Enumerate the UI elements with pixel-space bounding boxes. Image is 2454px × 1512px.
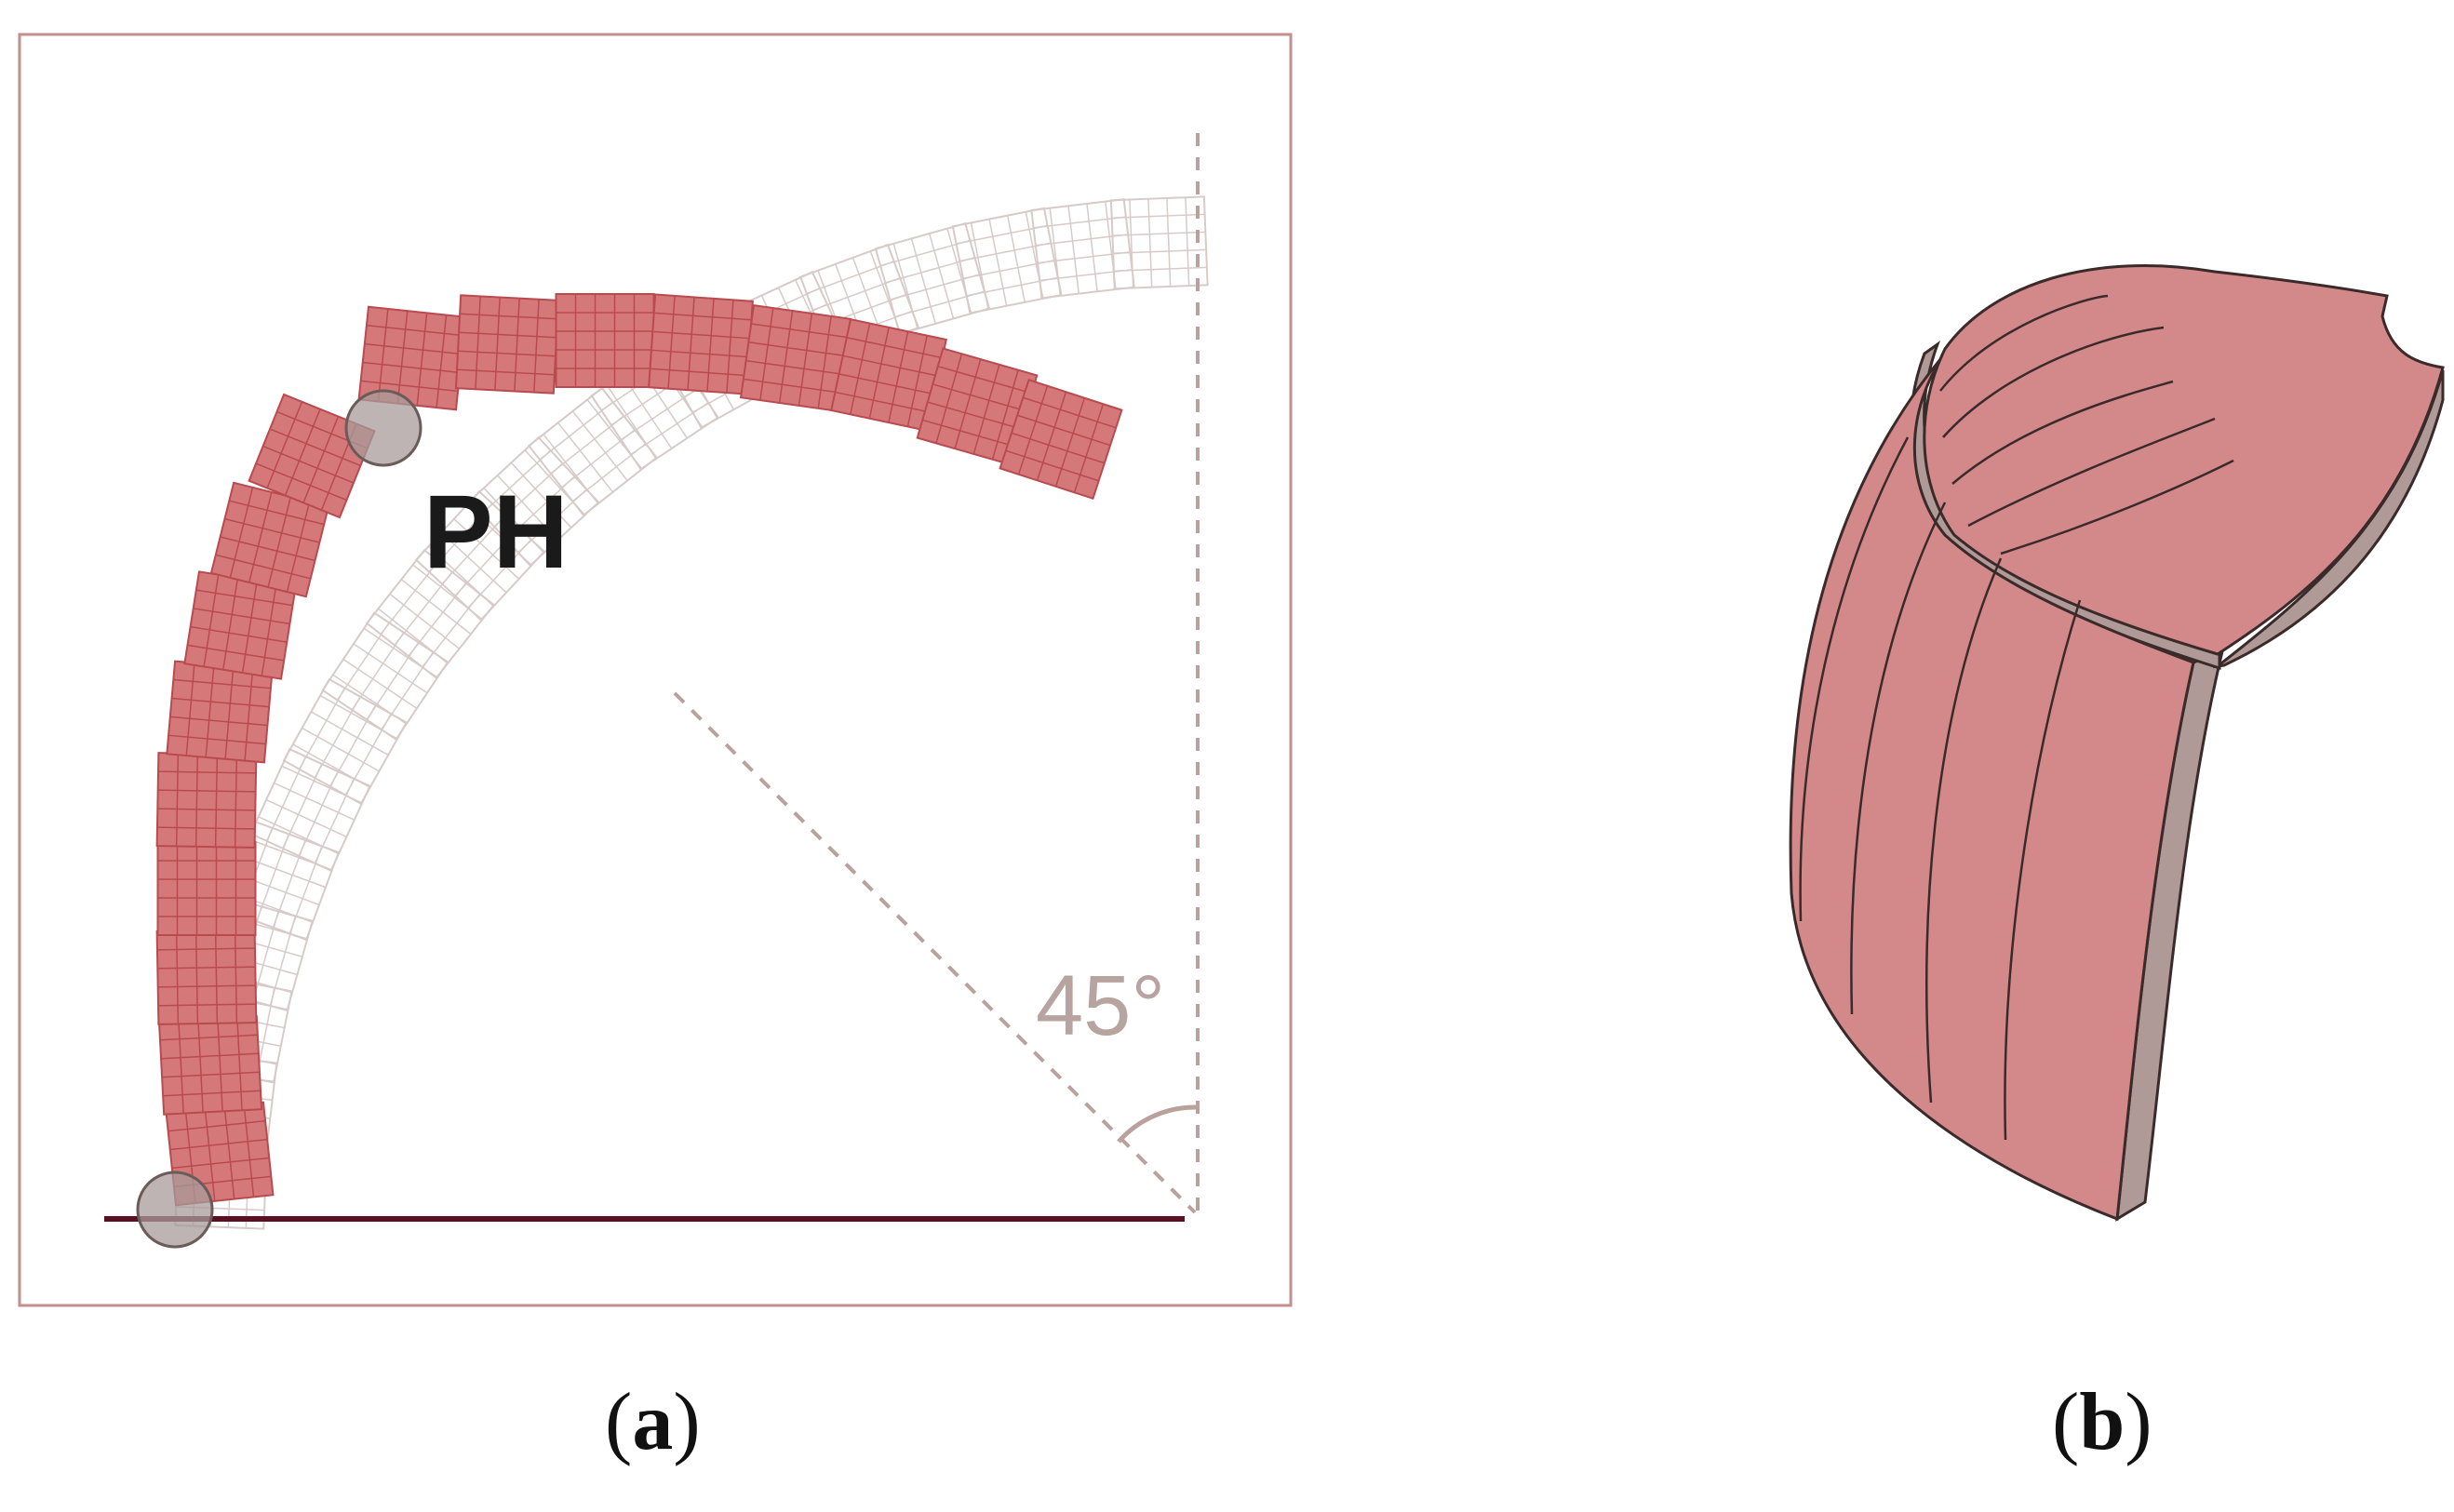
- diagonal-guide-line: [673, 691, 1197, 1214]
- rest-segment: [282, 677, 409, 806]
- base-joint: [136, 1171, 214, 1249]
- rest-segment: [321, 611, 449, 742]
- bent-segment: [999, 378, 1123, 501]
- bent-segment: [555, 293, 655, 388]
- ph-label: PH: [423, 474, 569, 590]
- cap-lines: [1939, 294, 2234, 555]
- ph-joint: [344, 389, 422, 467]
- rest-segment: [249, 747, 371, 873]
- bent-segment: [157, 1015, 263, 1116]
- rest-segment: [1109, 195, 1209, 290]
- angle-label: 45°: [1036, 958, 1165, 1053]
- bent-segment: [183, 570, 297, 680]
- bent-segment: [830, 317, 947, 433]
- bent-segment: [916, 347, 1039, 466]
- bent-segment: [648, 293, 754, 395]
- bent-segment: [155, 752, 258, 849]
- bent-segment: [156, 841, 257, 936]
- caption-a: (a): [605, 1377, 701, 1467]
- panel-b: [1789, 263, 2445, 1222]
- panel-a: 45° PH: [18, 33, 1293, 1307]
- panel-a-frame: [18, 33, 1293, 1307]
- body-lines: [1799, 436, 2082, 1141]
- rest-segment: [1030, 198, 1135, 300]
- angle-arc: [1117, 1104, 1199, 1144]
- bent-segment: [166, 660, 274, 764]
- bent-segment: [155, 929, 258, 1025]
- bent-state-segments: [155, 293, 1123, 1207]
- top-edge-wall: [2212, 369, 2445, 669]
- finger-cap-surface: [1923, 263, 2445, 656]
- caption-b: (b): [2052, 1377, 2152, 1467]
- finger-body-surface: [1789, 353, 2195, 1222]
- bent-segment: [739, 304, 852, 412]
- bent-segment: [454, 294, 560, 395]
- bent-segment: [357, 305, 467, 411]
